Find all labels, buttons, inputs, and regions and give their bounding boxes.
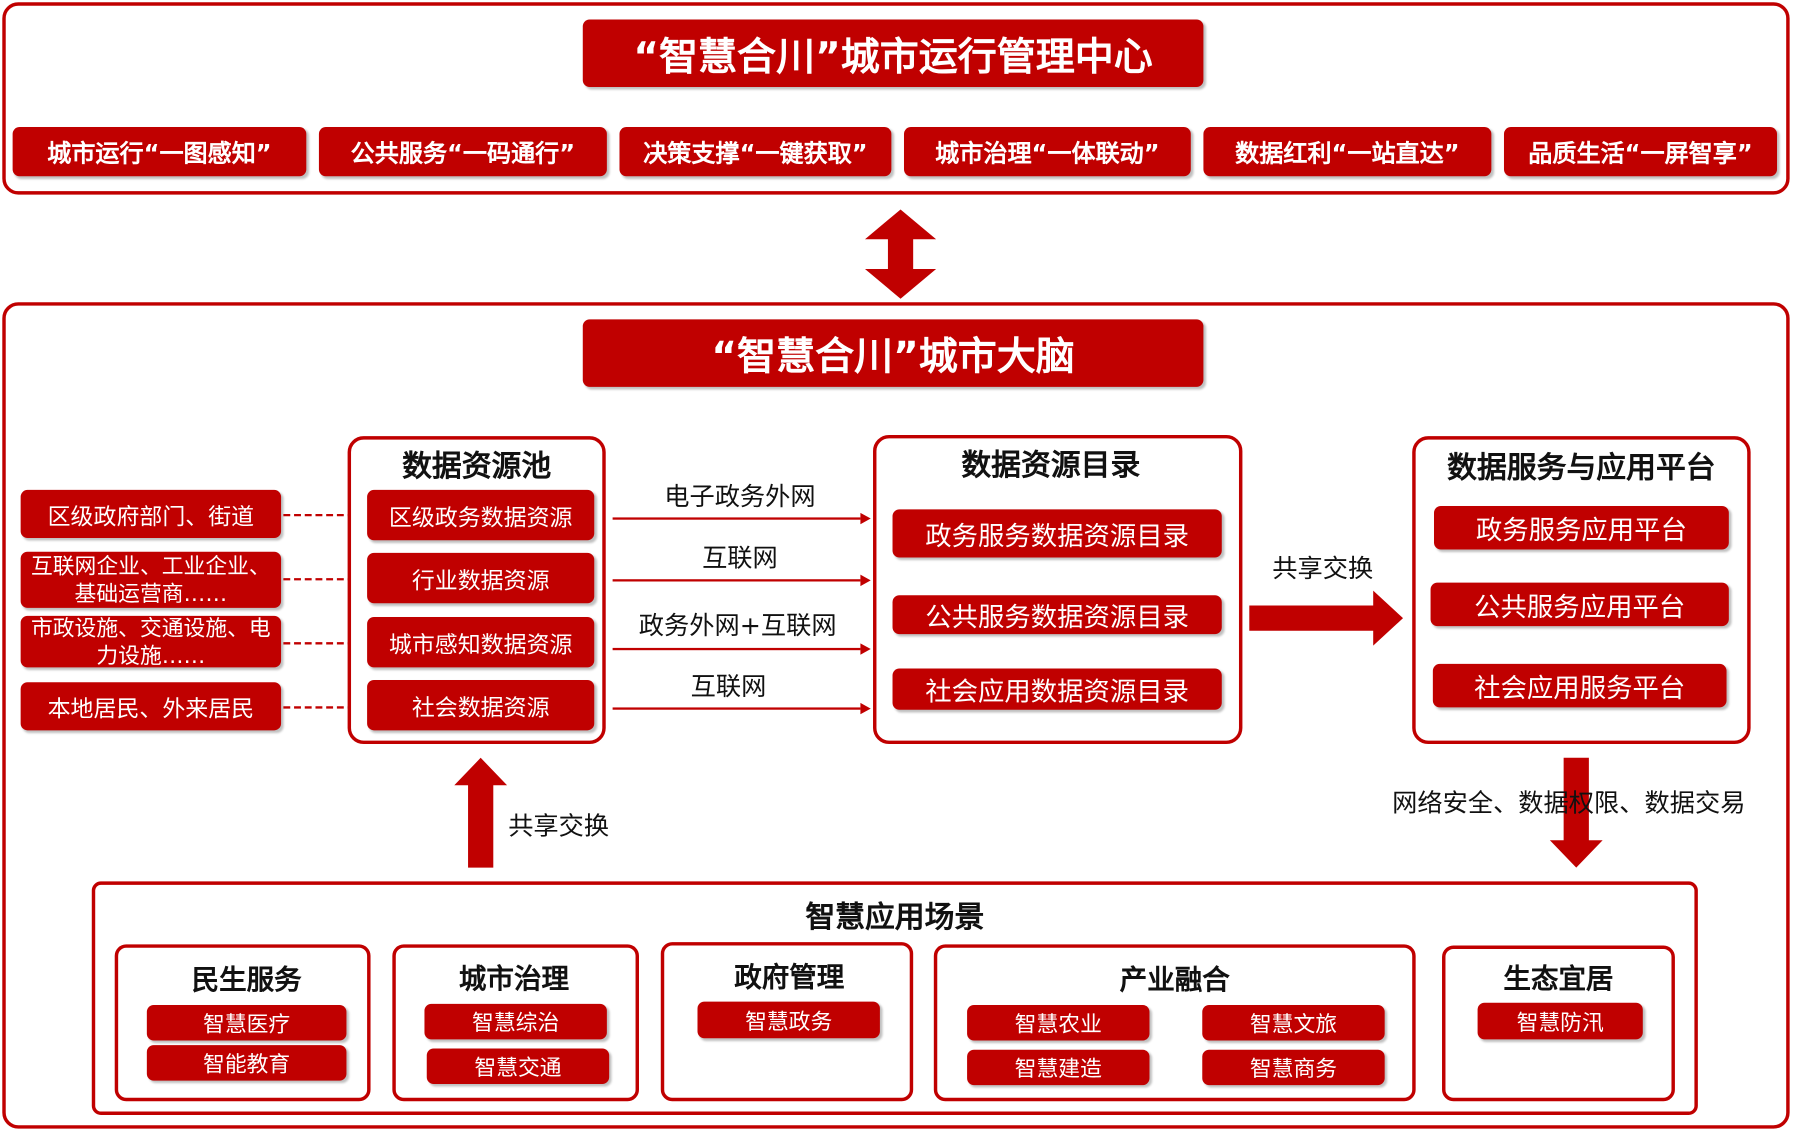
- top-item: 品质生活“一屏智享”: [1503, 127, 1778, 177]
- scene-item: 智慧医疗: [146, 1005, 347, 1041]
- scene-item: 智慧防汛: [1477, 1002, 1643, 1040]
- city-brain-title: “智慧合川”城市大脑: [582, 319, 1204, 387]
- network-label: 互联网: [702, 544, 778, 574]
- platform-item: 社会应用服务平台: [1432, 663, 1727, 708]
- network-label: 互联网: [690, 673, 767, 702]
- top-item: 城市治理“一体联动”: [903, 127, 1191, 177]
- source-item: 区级政府部门、街道: [20, 489, 282, 539]
- source-item: 市政设施、交通设施、电力设施……: [20, 615, 282, 668]
- operation-center-title: “智慧合川”城市运行管理中心: [582, 19, 1204, 87]
- scene-group-title: 政府管理: [734, 960, 845, 994]
- scene-item: 智慧建造: [967, 1049, 1150, 1086]
- scene-group-title: 产业融合: [1119, 963, 1230, 996]
- scene-item: 智慧文旅: [1202, 1005, 1385, 1041]
- catalog-item: 公共服务数据资源目录: [892, 595, 1222, 635]
- catalog-item: 社会应用数据资源目录: [892, 668, 1222, 710]
- up-arrow-icon: [454, 757, 508, 868]
- dashed-arrow: [283, 642, 355, 645]
- pool-item: 城市感知数据资源: [367, 616, 595, 668]
- right-arrow-icon: [1249, 590, 1404, 646]
- platform-title: 数据服务与应用平台: [1447, 450, 1716, 485]
- scene-group-title: 城市治理: [458, 962, 570, 995]
- dashed-arrow: [283, 513, 355, 517]
- platform-item: 公共服务应用平台: [1430, 582, 1729, 627]
- double-arrow-icon: [864, 209, 937, 299]
- pool-item: 区级政务数据资源: [367, 489, 595, 541]
- scene-item: 智慧农业: [967, 1005, 1150, 1041]
- pool-item: 社会数据资源: [367, 679, 595, 731]
- platform-item: 政务服务应用平台: [1434, 505, 1729, 550]
- pool-item: 行业数据资源: [367, 552, 595, 604]
- scene-item: 智慧商务: [1202, 1049, 1385, 1086]
- scene-item: 智慧综治: [424, 1003, 607, 1040]
- scene-item: 智慧交通: [426, 1048, 610, 1085]
- dashed-arrow: [283, 578, 355, 581]
- top-item: 数据红利“一站直达”: [1203, 127, 1492, 177]
- network-label: 政务外网+互联网: [638, 612, 837, 642]
- top-item: 决策支撑“一键获取”: [619, 127, 892, 177]
- dashed-arrow: [283, 706, 355, 709]
- down-arrow-icon: [1549, 757, 1603, 868]
- scene-group-title: 生态宜居: [1503, 962, 1614, 995]
- source-item: 互联网企业、工业企业、基础运营商……: [20, 551, 282, 608]
- security-label: 网络安全、数据权限、数据交易: [1392, 789, 1746, 819]
- catalog-item: 政务服务数据资源目录: [892, 509, 1222, 558]
- top-item: 公共服务“一码通行”: [318, 127, 607, 177]
- data-pool-title: 数据资源池: [402, 449, 552, 484]
- scene-item: 智能教育: [146, 1045, 347, 1081]
- top-item: 城市运行“一图感知”: [12, 127, 307, 177]
- scene-item: 智慧政务: [697, 1001, 880, 1039]
- exchange-up-label: 共享交换: [508, 812, 610, 842]
- exchange-right-label: 共享交换: [1272, 555, 1374, 584]
- scenes-title: 智慧应用场景: [805, 900, 985, 935]
- source-item: 本地居民、外来居民: [20, 682, 282, 731]
- scene-group-title: 民生服务: [191, 963, 302, 996]
- catalog-title: 数据资源目录: [961, 448, 1141, 483]
- network-label: 电子政务外网: [664, 483, 816, 512]
